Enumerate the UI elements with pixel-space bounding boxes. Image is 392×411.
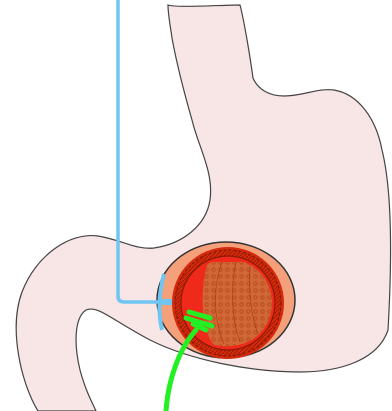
gastric-lesion-diagram	[0, 0, 392, 411]
